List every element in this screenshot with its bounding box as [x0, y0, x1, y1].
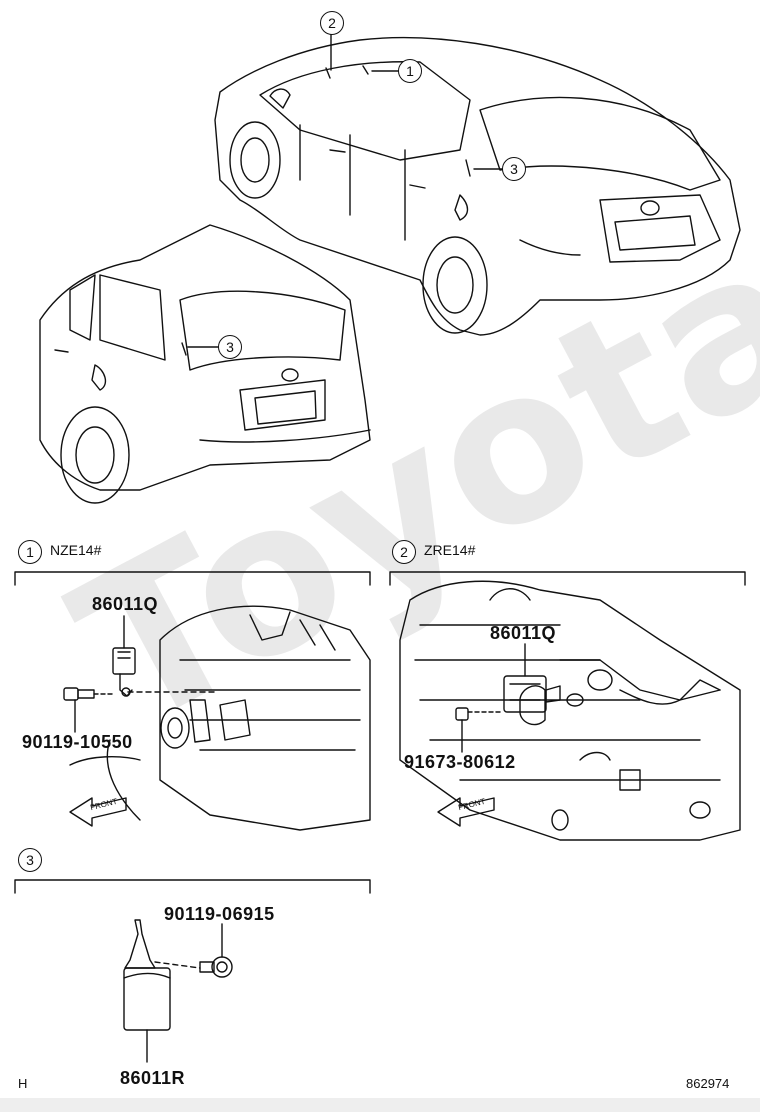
engine-2-engine-icon	[399, 580, 741, 841]
footer-diagram-id: 862974	[686, 1076, 730, 1091]
sedan-car-icon	[214, 36, 741, 336]
engine-1-engine-icon	[69, 605, 371, 831]
wagon-car-icon	[39, 224, 371, 504]
footer-left-code: H	[18, 1076, 28, 1091]
section-2-number: 2	[392, 540, 416, 564]
front-arrow-1-front-arrow-icon	[69, 797, 127, 827]
callout-3-marker-sedan: 3	[502, 157, 526, 181]
part-label-sensor-s3: 86011R	[120, 1068, 186, 1088]
callout-1-marker: 1	[398, 59, 422, 83]
part-label-sensor-s2: 86011Q	[490, 623, 557, 643]
section-1-number: 1	[18, 540, 42, 564]
bolt-3-bolt-icon	[199, 923, 233, 978]
section-frames	[14, 571, 746, 894]
part-label-bolt-s3: 90119-06915	[164, 904, 275, 924]
sensor-2-sensor-icon	[503, 643, 561, 713]
bolt-1-bolt-icon	[63, 687, 113, 733]
sensor-1-sensor-icon	[112, 615, 216, 697]
callout-3-marker-wagon: 3	[218, 335, 242, 359]
part-label-sensor-s1: 86011Q	[92, 594, 159, 614]
part-label-bolt-s1: 90119-10550	[22, 732, 133, 752]
section-3-number: 3	[18, 848, 42, 872]
front-arrow-2-front-arrow-icon	[437, 797, 495, 827]
sensor-3-sensor-icon	[123, 919, 201, 1063]
bottom-strip	[0, 1098, 760, 1112]
part-label-bolt-s2: 91673-80612	[404, 752, 516, 772]
callout-2-marker: 2	[320, 11, 344, 35]
section-2-title: ZRE14#	[424, 542, 476, 558]
section-1-title: NZE14#	[50, 542, 102, 558]
callout-leaders	[187, 33, 503, 348]
bolt-2-bolt-icon	[455, 707, 501, 753]
